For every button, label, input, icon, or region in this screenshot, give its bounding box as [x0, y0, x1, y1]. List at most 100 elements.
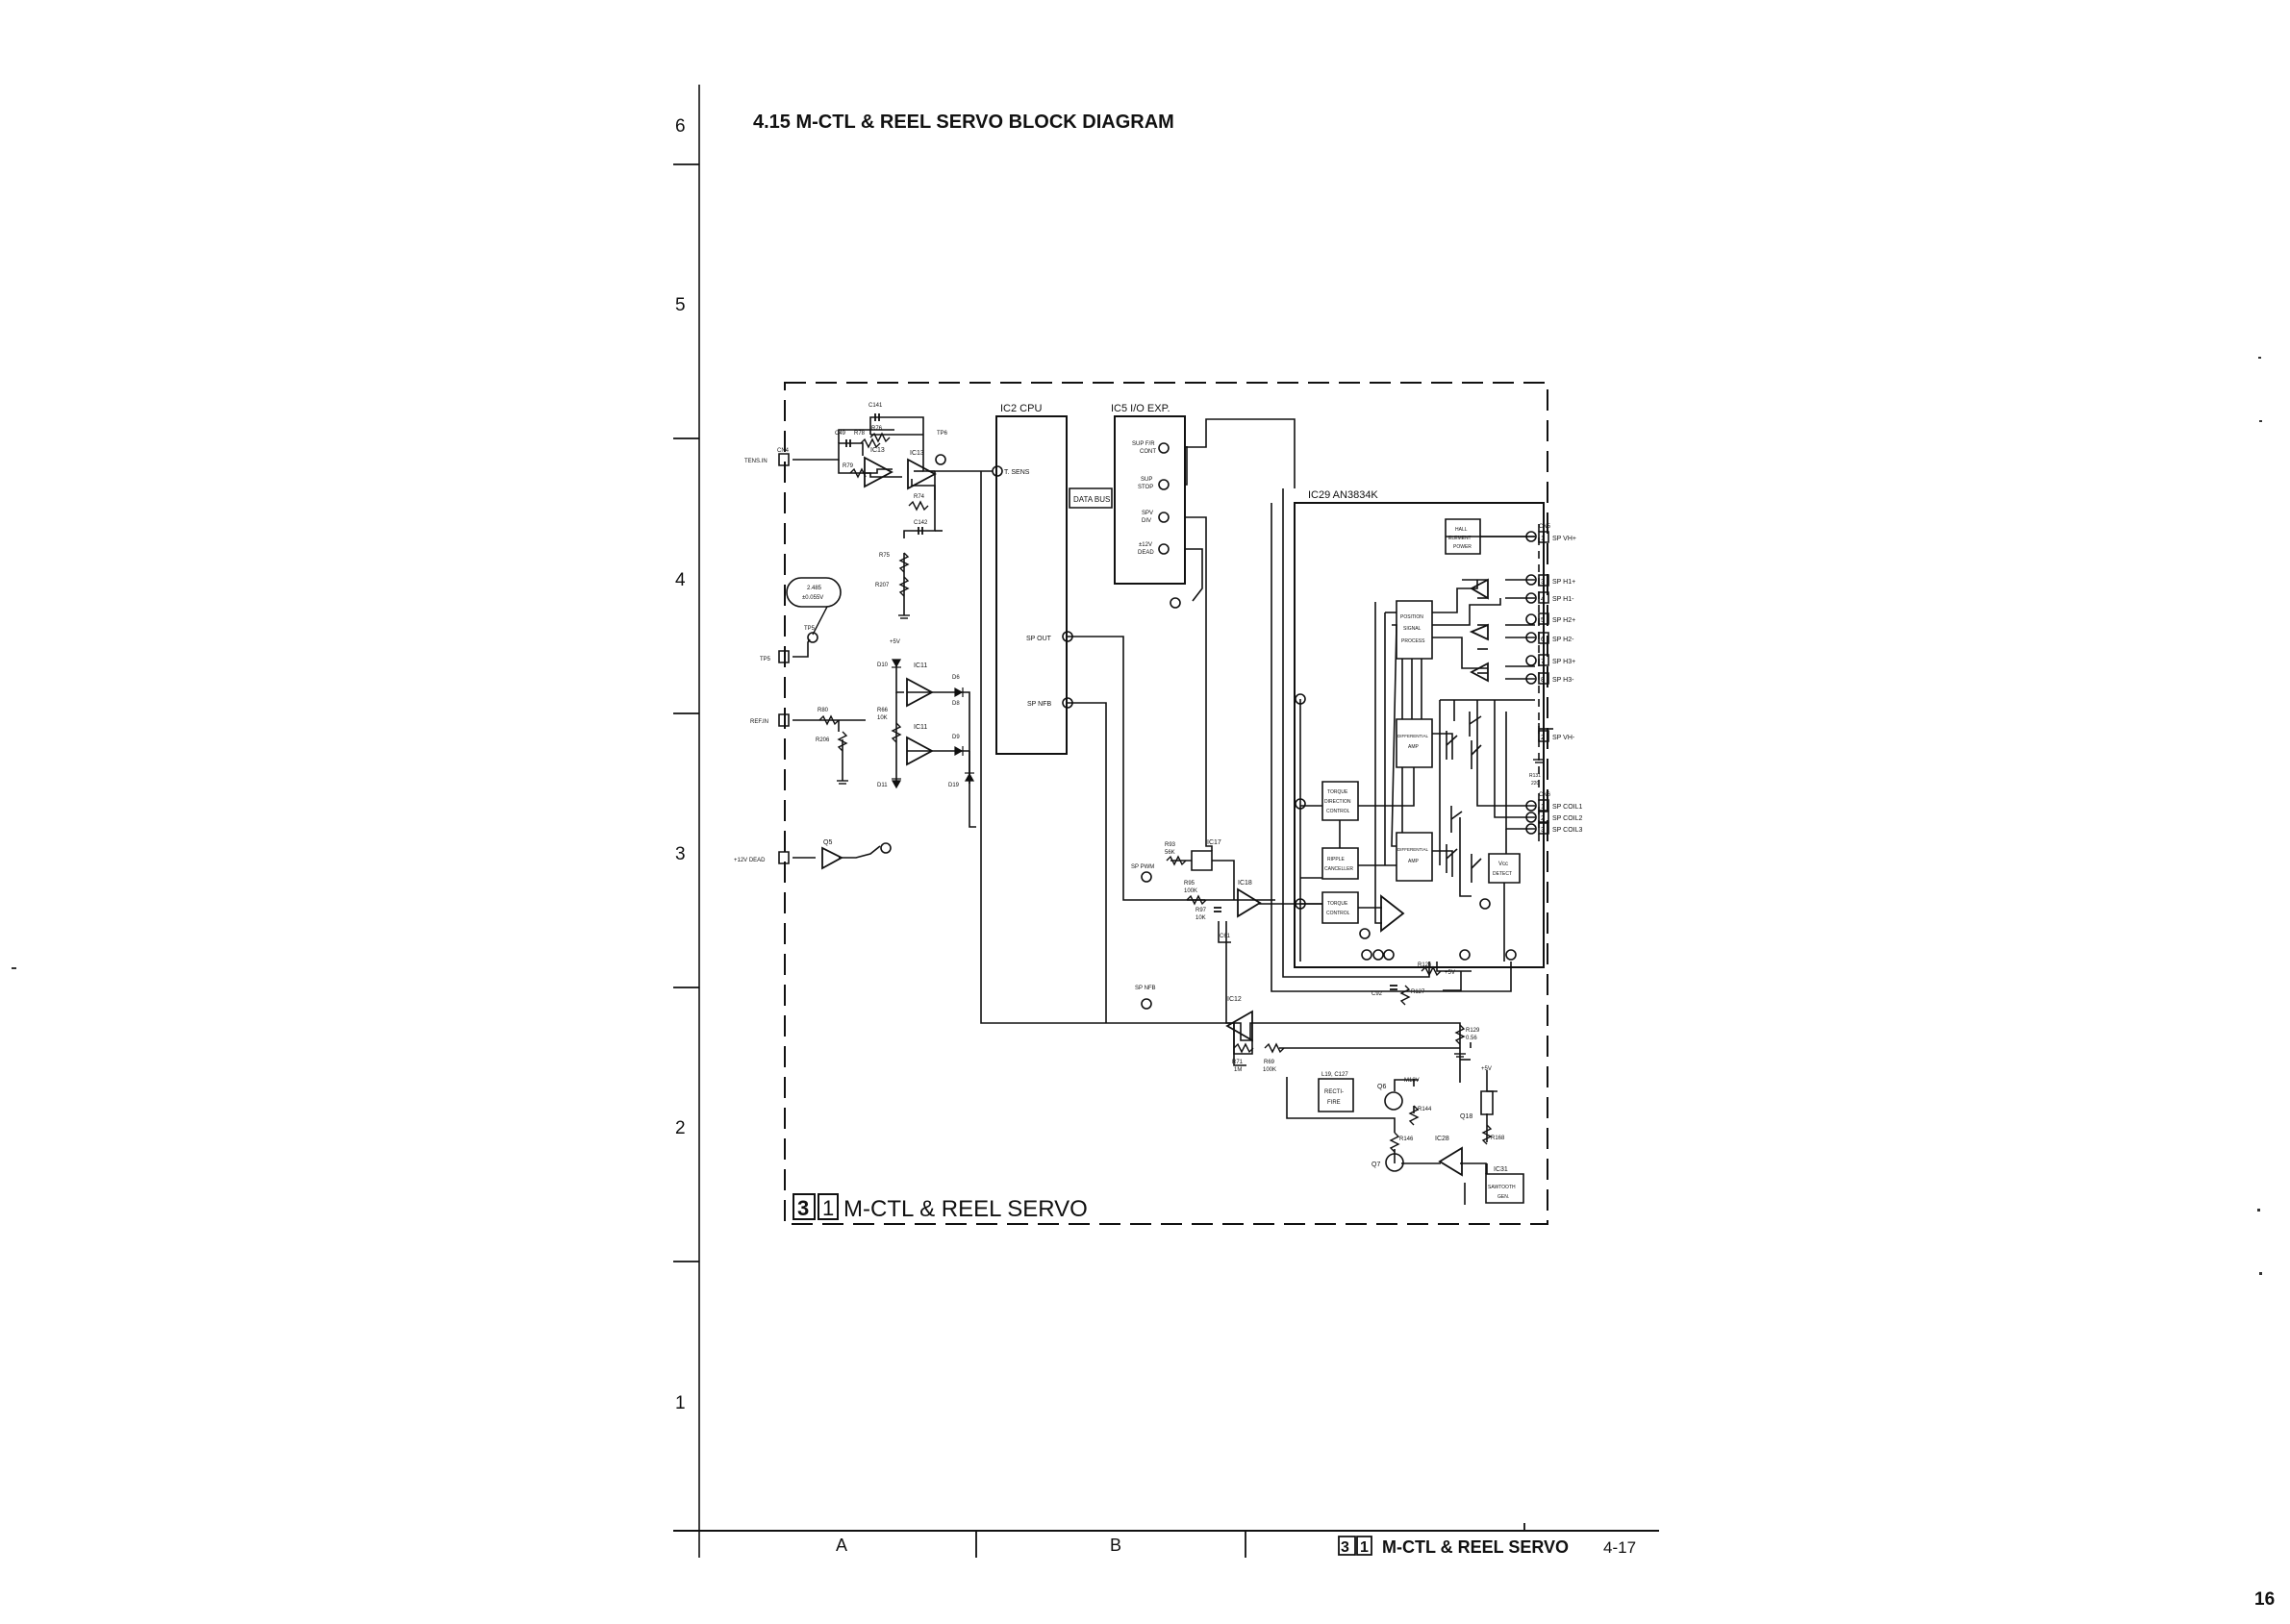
svg-text:IC11: IC11 — [914, 662, 927, 669]
svg-text:SP COIL3: SP COIL3 — [1552, 827, 1582, 834]
r78 — [861, 439, 880, 447]
ic13a-opamp — [865, 458, 892, 487]
svg-text:1M: 1M — [1234, 1067, 1242, 1073]
svg-text:IC12: IC12 — [1227, 996, 1242, 1003]
ic5-pin-labels: SUP F/R CONT SUP STOP SPV DIV ±12V DEAD — [1132, 441, 1156, 556]
svg-text:L19, C127: L19, C127 — [1321, 1072, 1348, 1078]
svg-text:SP COIL2: SP COIL2 — [1552, 815, 1582, 822]
svg-text:IC11: IC11 — [914, 724, 927, 731]
r69 — [1265, 1044, 1284, 1052]
ic13b-opamp — [908, 460, 935, 488]
svg-text:PROCESS: PROCESS — [1401, 638, 1425, 644]
t-sens-label: T. SENS — [1004, 469, 1030, 476]
hall-comp-2 — [1472, 625, 1488, 639]
r76 — [870, 434, 890, 441]
svg-text:CONT: CONT — [1140, 449, 1156, 455]
svg-text:8: 8 — [1541, 677, 1545, 684]
cpu-wiring — [981, 419, 1511, 1083]
svg-text:220: 220 — [1531, 781, 1540, 787]
svg-text:SP H1+: SP H1+ — [1552, 579, 1575, 586]
r146 — [1391, 1133, 1398, 1152]
r66 — [893, 723, 900, 742]
vcc-detect-block — [1489, 854, 1520, 883]
svg-text:IC13: IC13 — [910, 450, 924, 457]
svg-text:7: 7 — [1541, 659, 1545, 665]
svg-text:100K: 100K — [1263, 1067, 1276, 1073]
svg-text:TP6: TP6 — [937, 431, 948, 437]
ic2-cpu-block — [996, 416, 1067, 754]
ic11b-opamp — [907, 737, 932, 764]
svg-text:R129: R129 — [1466, 1028, 1480, 1034]
sp-out-label: SP OUT — [1026, 636, 1052, 642]
op-amps — [822, 458, 1488, 1175]
block-labels: HALL ELEMENT POWER POSITION SIGNAL PROCE… — [1324, 527, 1516, 1200]
board-num2-box — [818, 1194, 838, 1219]
svg-text:SP H2-: SP H2- — [1552, 637, 1574, 643]
svg-text:+5V: +5V — [890, 639, 900, 645]
svg-text:3: 3 — [1541, 579, 1545, 586]
svg-text:CONTROL: CONTROL — [1326, 911, 1350, 916]
svg-text:SPV: SPV — [1142, 511, 1153, 516]
svg-text:C92: C92 — [1371, 991, 1383, 997]
column-label-b: B — [1110, 1536, 1121, 1555]
data-bus-arrow — [1070, 488, 1112, 508]
column-dividers — [976, 1523, 1524, 1558]
svg-text:10K: 10K — [877, 715, 888, 721]
svg-text:D11: D11 — [877, 783, 888, 788]
r144 — [1410, 1106, 1418, 1125]
r127 — [1401, 986, 1409, 1005]
svg-text:TORQUE: TORQUE — [1327, 901, 1348, 907]
svg-text:R97: R97 — [1195, 908, 1207, 913]
svg-text:HALL: HALL — [1455, 527, 1468, 533]
svg-text:AMP: AMP — [1408, 744, 1420, 750]
svg-text:Q18: Q18 — [1460, 1113, 1472, 1120]
sawtooth-block — [1486, 1174, 1523, 1203]
svg-text:SUP: SUP — [1141, 477, 1152, 483]
svg-text:D8: D8 — [952, 701, 960, 707]
footer-page-ref: 4-17 — [1603, 1538, 1636, 1557]
svg-text:TORQUE: TORQUE — [1327, 789, 1348, 795]
svg-text:SP NFB: SP NFB — [1135, 986, 1156, 991]
svg-text:R78: R78 — [854, 431, 866, 437]
ground-symbols — [837, 615, 1545, 1057]
svg-text:POWER: POWER — [1453, 544, 1472, 550]
r74 — [909, 502, 928, 510]
footer-section-title: M-CTL & REEL SERVO — [1382, 1537, 1569, 1557]
r71 — [1234, 1044, 1253, 1052]
svg-text:R93: R93 — [1165, 842, 1176, 848]
svg-text:IC31: IC31 — [1494, 1166, 1508, 1173]
left-input-labels: CN4 TENS.IN TP5 REF.IN +12V DEAD Q5 — [734, 448, 832, 863]
svg-text:TP5: TP5 — [804, 626, 816, 632]
svg-text:Q5: Q5 — [823, 839, 832, 846]
q18-transistor — [1481, 1091, 1493, 1114]
svg-text:C49: C49 — [835, 431, 846, 437]
ic5-title: IC5 I/O EXP. — [1111, 403, 1170, 414]
voltage-note-1: 2.485 — [807, 586, 822, 591]
svg-text:R71: R71 — [1232, 1060, 1244, 1065]
ic29-block — [1295, 503, 1544, 967]
svg-text:DIRECTION: DIRECTION — [1324, 799, 1351, 805]
voltage-callout — [787, 578, 841, 607]
svg-text:RECTI-: RECTI- — [1324, 1089, 1344, 1095]
svg-text:4: 4 — [1541, 596, 1545, 603]
ic2-title: IC2 CPU — [1000, 403, 1042, 414]
svg-text:SAWTOOTH: SAWTOOTH — [1488, 1185, 1516, 1190]
svg-text:SP VH-: SP VH- — [1552, 735, 1575, 741]
svg-text:56K: 56K — [1165, 850, 1175, 856]
svg-text:RIPPLE: RIPPLE — [1327, 857, 1345, 862]
svg-text:0.56: 0.56 — [1466, 1036, 1477, 1041]
q5-buffer — [822, 848, 842, 868]
ic18-opamp — [1238, 889, 1260, 916]
svg-text:R95: R95 — [1184, 881, 1195, 887]
row-label-5: 5 — [675, 295, 686, 315]
q7-transistor — [1386, 1154, 1403, 1171]
svg-text:Q6: Q6 — [1377, 1084, 1386, 1090]
row-label-4: 4 — [675, 570, 686, 590]
torque-ctrl-block — [1322, 892, 1358, 923]
rectifier-block — [1319, 1079, 1353, 1112]
svg-text:M18V: M18V — [1404, 1078, 1420, 1084]
svg-text:D10: D10 — [877, 662, 889, 668]
board-num1: 3 — [797, 1196, 809, 1220]
